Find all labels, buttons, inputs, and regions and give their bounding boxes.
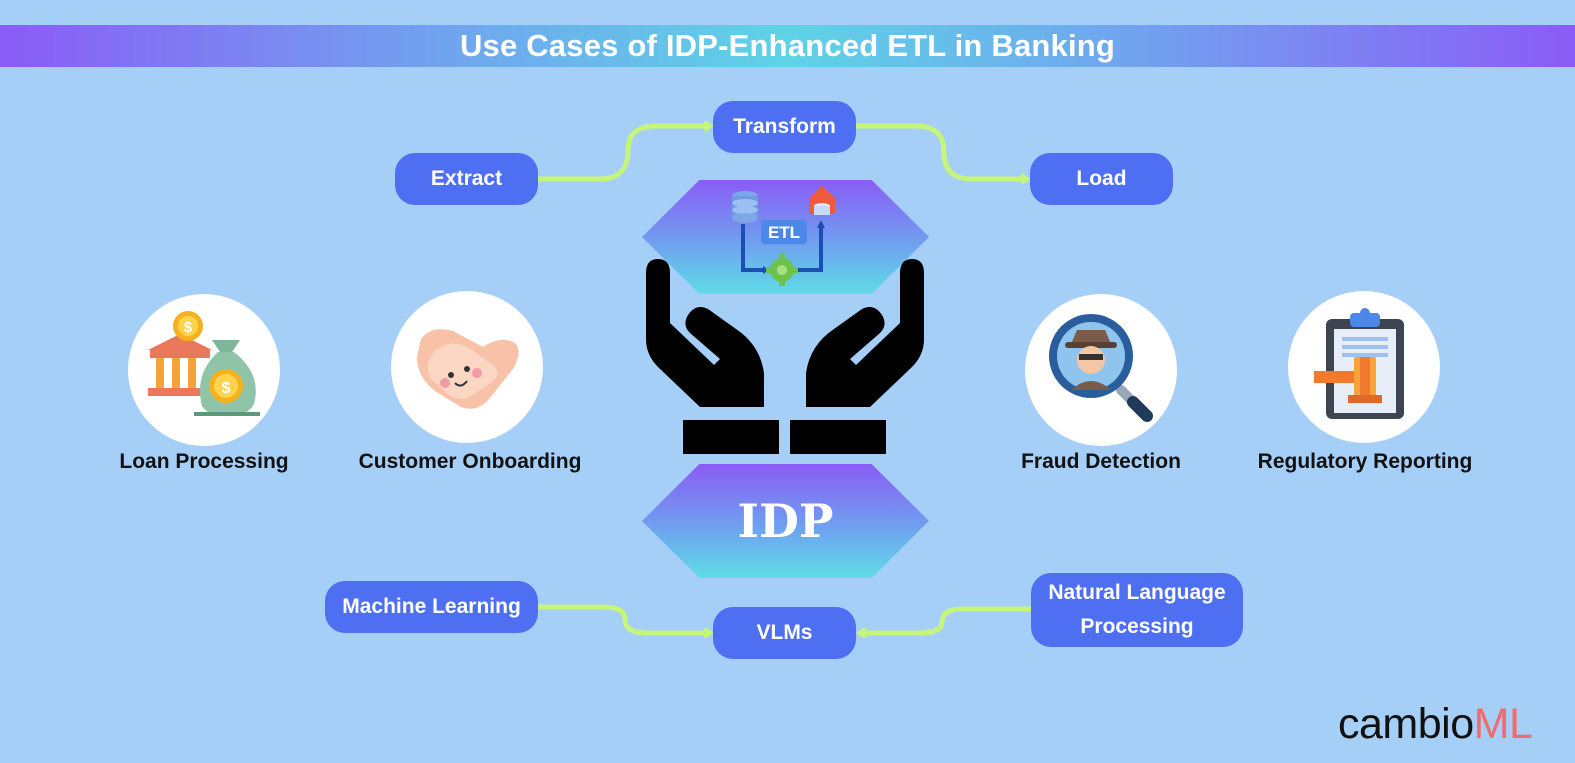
use-case-customer-onboarding: Customer Onboarding bbox=[358, 450, 582, 473]
regulatory-reporting-circle bbox=[1288, 291, 1440, 443]
magnifier-spy-icon bbox=[1049, 314, 1153, 422]
idp-label: IDP bbox=[737, 494, 834, 548]
brand-part2: ML bbox=[1473, 700, 1533, 748]
transform-pill: Transform bbox=[713, 101, 856, 153]
machine-learning-pill: Machine Learning bbox=[325, 581, 538, 633]
page-title: Use Cases of IDP-Enhanced ETL in Banking bbox=[459, 28, 1116, 63]
use-case-fraud-detection: Fraud Detection bbox=[1021, 450, 1181, 473]
machine-learning-label: Machine Learning bbox=[342, 595, 521, 618]
nlp-pill: Natural Language Processing bbox=[1031, 573, 1243, 647]
etl-badge-text: ETL bbox=[768, 223, 800, 242]
svg-text:$: $ bbox=[184, 319, 193, 336]
arrow-ml-to-vlms bbox=[538, 604, 710, 633]
extract-pill: Extract bbox=[395, 153, 538, 205]
load-label: Load bbox=[1076, 167, 1127, 190]
customer-onboarding-circle bbox=[391, 291, 543, 443]
brand-part1: cambio bbox=[1338, 700, 1474, 748]
holding-hands-icon bbox=[646, 259, 924, 454]
extract-label: Extract bbox=[430, 167, 503, 190]
bank-money-bag-icon: $ $ bbox=[148, 311, 260, 416]
clipboard-gavel-icon bbox=[1314, 308, 1404, 419]
transform-label: Transform bbox=[733, 115, 836, 138]
nlp-label-line2: Processing bbox=[1080, 615, 1194, 638]
vlms-pill: VLMs bbox=[713, 607, 856, 659]
use-case-loan-processing: Loan Processing bbox=[119, 450, 289, 473]
loan-processing-circle: $ $ bbox=[128, 294, 280, 446]
brand-logo: cambioML bbox=[1338, 700, 1533, 749]
fraud-detection-circle bbox=[1025, 294, 1177, 446]
vlms-label: VLMs bbox=[756, 621, 813, 644]
title-banner: Use Cases of IDP-Enhanced ETL in Banking bbox=[0, 25, 1575, 67]
svg-text:$: $ bbox=[222, 380, 231, 397]
load-pill: Load bbox=[1030, 153, 1173, 205]
arrow-transform-to-load bbox=[856, 123, 1027, 179]
arrow-nlp-to-vlms bbox=[860, 606, 1031, 633]
arrow-extract-to-transform bbox=[538, 126, 710, 182]
etl-pipeline-icon: ETL bbox=[732, 186, 835, 286]
idp-hexagon bbox=[642, 464, 929, 578]
nlp-label-line1: Natural Language bbox=[1048, 581, 1226, 604]
handshake-icon bbox=[417, 329, 519, 409]
use-case-regulatory-reporting: Regulatory Reporting bbox=[1257, 450, 1473, 473]
